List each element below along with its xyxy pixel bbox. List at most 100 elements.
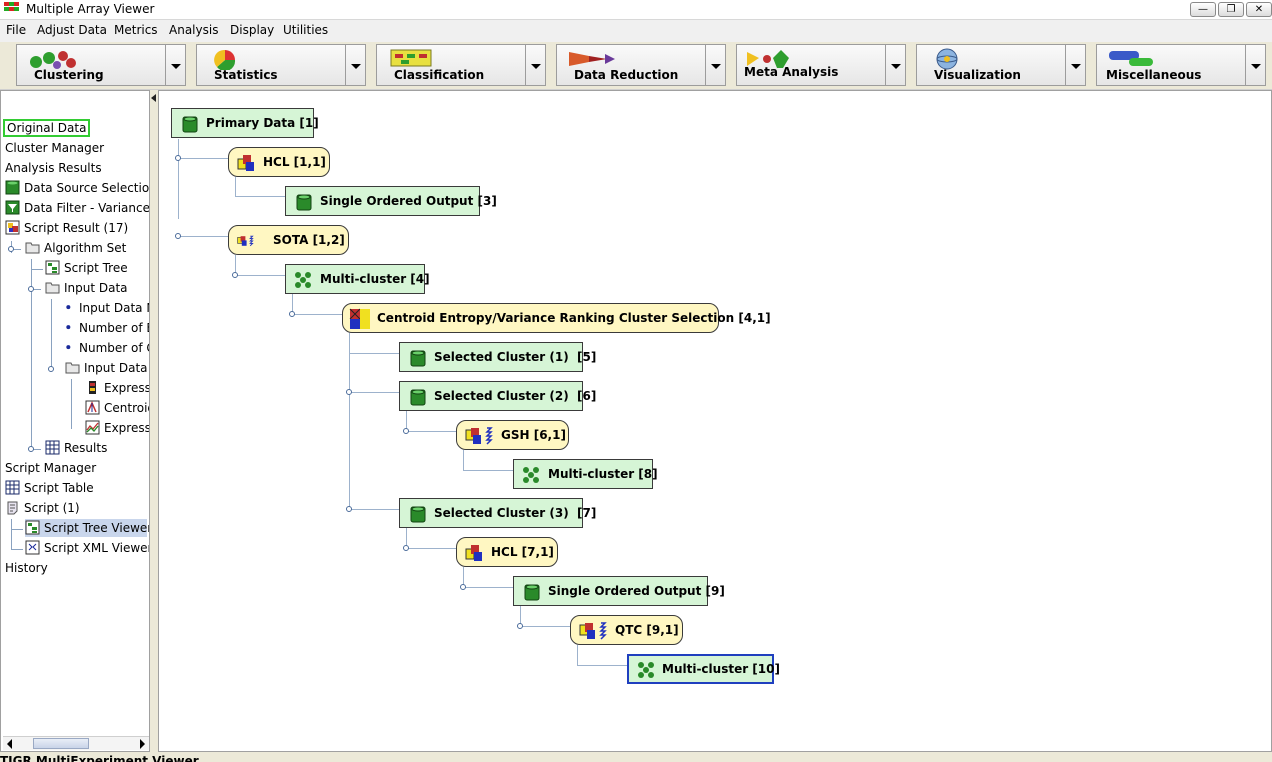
toolbar-group-data-reduction: Data Reduction xyxy=(556,44,726,86)
meta-analysis-dropdown[interactable] xyxy=(886,44,906,86)
tree-connector xyxy=(577,665,629,666)
nav-analysis-results[interactable]: Analysis Results xyxy=(5,159,102,177)
node-expander[interactable] xyxy=(403,428,409,434)
tree-node-hcl-1-1[interactable]: HCL [1,1] xyxy=(228,147,330,177)
menu-analysis[interactable]: Analysis xyxy=(169,23,219,37)
meta-analysis-label: Meta Analysis xyxy=(744,65,839,79)
scroll-left-icon[interactable] xyxy=(7,739,12,749)
tree-node-multi-cluster-4[interactable]: Multi-cluster [4] xyxy=(285,264,430,294)
nav-data-filter[interactable]: Data Filter - Variance Filter xyxy=(5,199,150,217)
clustering-dropdown[interactable] xyxy=(166,44,186,86)
tree-node-primary-data[interactable]: Primary Data [1] xyxy=(171,108,319,138)
nav-label: Number of Experiments xyxy=(79,321,149,335)
miscellaneous-dropdown[interactable] xyxy=(1246,44,1266,86)
multi-cluster-icon xyxy=(523,467,539,483)
node-expander[interactable] xyxy=(175,233,181,239)
tree-node-selected-cluster-1[interactable]: Selected Cluster (1) [5] xyxy=(399,342,596,372)
nav-results[interactable]: Results xyxy=(45,439,107,457)
toolbar: Clustering Statistics Classification Dat… xyxy=(0,42,1272,90)
nav-input-data-nodes[interactable]: Input Data Nodes xyxy=(65,299,149,317)
node-expander[interactable] xyxy=(346,389,352,395)
tree-node-multi-cluster-10[interactable]: Multi-cluster [10] xyxy=(627,654,780,684)
tree-node-single-ordered-output-3[interactable]: Single Ordered Output [3] xyxy=(285,186,497,216)
tree-icon xyxy=(25,520,40,535)
nav-label: Script Table xyxy=(24,481,94,495)
visualization-button[interactable]: Visualization xyxy=(916,44,1066,86)
expander-algorithm-set[interactable] xyxy=(8,246,14,252)
minimize-button[interactable]: — xyxy=(1190,2,1216,17)
data-reduction-button[interactable]: Data Reduction xyxy=(556,44,706,86)
tree-node-selected-cluster-2[interactable]: Selected Cluster (2) [6] xyxy=(399,381,596,411)
nav-original-data[interactable]: Original Data xyxy=(3,119,91,137)
nav-label: Data Filter - Variance Filter xyxy=(24,201,150,215)
maximize-button[interactable]: ❐ xyxy=(1218,2,1244,17)
nav-input-data[interactable]: Input Data xyxy=(45,279,128,297)
navigator-horizontal-scrollbar[interactable] xyxy=(3,736,149,750)
nav-script-table[interactable]: Script Table xyxy=(5,479,94,497)
tree-node-gsh-6-1[interactable]: GSH [6,1] xyxy=(456,420,569,450)
node-expander[interactable] xyxy=(346,506,352,512)
nav-expression-image[interactable]: Expression Image xyxy=(85,379,149,397)
nav-expression-graph[interactable]: Expression Graph xyxy=(85,419,149,437)
nav-number-of-genes[interactable]: Number of Genes xyxy=(65,339,149,357)
tree-node-sota-1-2[interactable]: SOTA [1,2] xyxy=(228,225,349,255)
menu-utilities[interactable]: Utilities xyxy=(283,23,329,37)
menu-metrics[interactable]: Metrics xyxy=(114,23,158,37)
tree-node-single-ordered-output-9[interactable]: Single Ordered Output [9] xyxy=(513,576,725,606)
folder-icon xyxy=(25,242,40,254)
scroll-right-icon[interactable] xyxy=(140,739,145,749)
nav-script-manager[interactable]: Script Manager xyxy=(5,459,96,477)
menu-file[interactable]: File xyxy=(6,23,27,37)
menu-display[interactable]: Display xyxy=(230,23,275,37)
menu-adjust-data[interactable]: Adjust Data xyxy=(37,23,107,37)
node-expander[interactable] xyxy=(460,584,466,590)
tree-node-hcl-7-1[interactable]: HCL [7,1] xyxy=(456,537,558,567)
expander-input-data[interactable] xyxy=(28,286,34,292)
collapse-left-icon[interactable] xyxy=(151,94,156,102)
statistics-icon xyxy=(214,49,236,70)
nav-script-tree[interactable]: Script Tree xyxy=(45,259,128,277)
visualization-dropdown[interactable] xyxy=(1066,44,1086,86)
nav-cluster-manager[interactable]: Cluster Manager xyxy=(5,139,104,157)
nav-centroid-graph[interactable]: Centroid Graph xyxy=(85,399,149,417)
nav-label: Script Tree xyxy=(64,261,128,275)
nav-input-data-viewers[interactable]: Input Data Viewers xyxy=(65,359,149,377)
meta-analysis-button[interactable]: Meta Analysis xyxy=(736,44,886,86)
nav-script-result[interactable]: Script Result (17) xyxy=(5,219,128,237)
node-expander[interactable] xyxy=(403,545,409,551)
nav-script[interactable]: Script (1) xyxy=(5,499,80,517)
statistics-dropdown[interactable] xyxy=(346,44,366,86)
nav-algorithm-set[interactable]: Algorithm Set xyxy=(25,239,126,257)
tree-node-multi-cluster-8[interactable]: Multi-cluster [8] xyxy=(513,459,658,489)
node-expander[interactable] xyxy=(289,311,295,317)
node-expander[interactable] xyxy=(175,155,181,161)
classification-dropdown[interactable] xyxy=(526,44,546,86)
expander-input-data-viewers[interactable] xyxy=(48,366,54,372)
scroll-thumb[interactable] xyxy=(33,738,89,749)
statistics-button[interactable]: Statistics xyxy=(196,44,346,86)
nav-script-xml-viewer[interactable]: Script XML Viewer xyxy=(25,539,149,557)
node-expander[interactable] xyxy=(517,623,523,629)
node-expander[interactable] xyxy=(232,272,238,278)
meta-analysis-icon xyxy=(747,50,789,68)
node-label: Single Ordered Output [3] xyxy=(320,194,497,208)
clustering-button[interactable]: Clustering xyxy=(16,44,166,86)
cylinder-icon xyxy=(524,584,540,601)
tree-connector xyxy=(178,236,230,237)
node-label: SOTA [1,2] xyxy=(273,233,345,247)
tree-node-qtc-9-1[interactable]: QTC [9,1] xyxy=(570,615,683,645)
nav-history[interactable]: History xyxy=(5,559,48,577)
nav-script-tree-viewer[interactable]: Script Tree Viewer xyxy=(25,519,149,537)
expander-results[interactable] xyxy=(28,446,34,452)
miscellaneous-button[interactable]: Miscellaneous xyxy=(1096,44,1246,86)
data-reduction-dropdown[interactable] xyxy=(706,44,726,86)
nav-label: Analysis Results xyxy=(5,161,102,175)
nav-data-source-selection[interactable]: Data Source Selection xyxy=(5,179,149,197)
close-button[interactable]: ✕ xyxy=(1246,2,1272,17)
nav-number-of-experiments[interactable]: Number of Experiments xyxy=(65,319,149,337)
tree-node-selected-cluster-3[interactable]: Selected Cluster (3) [7] xyxy=(399,498,596,528)
tree-node-cluster-selection-4-1[interactable]: Centroid Entropy/Variance Ranking Cluste… xyxy=(342,303,771,333)
classification-button[interactable]: Classification xyxy=(376,44,526,86)
panel-splitter[interactable] xyxy=(150,90,158,752)
nav-label: Input Data Viewers xyxy=(84,361,149,375)
